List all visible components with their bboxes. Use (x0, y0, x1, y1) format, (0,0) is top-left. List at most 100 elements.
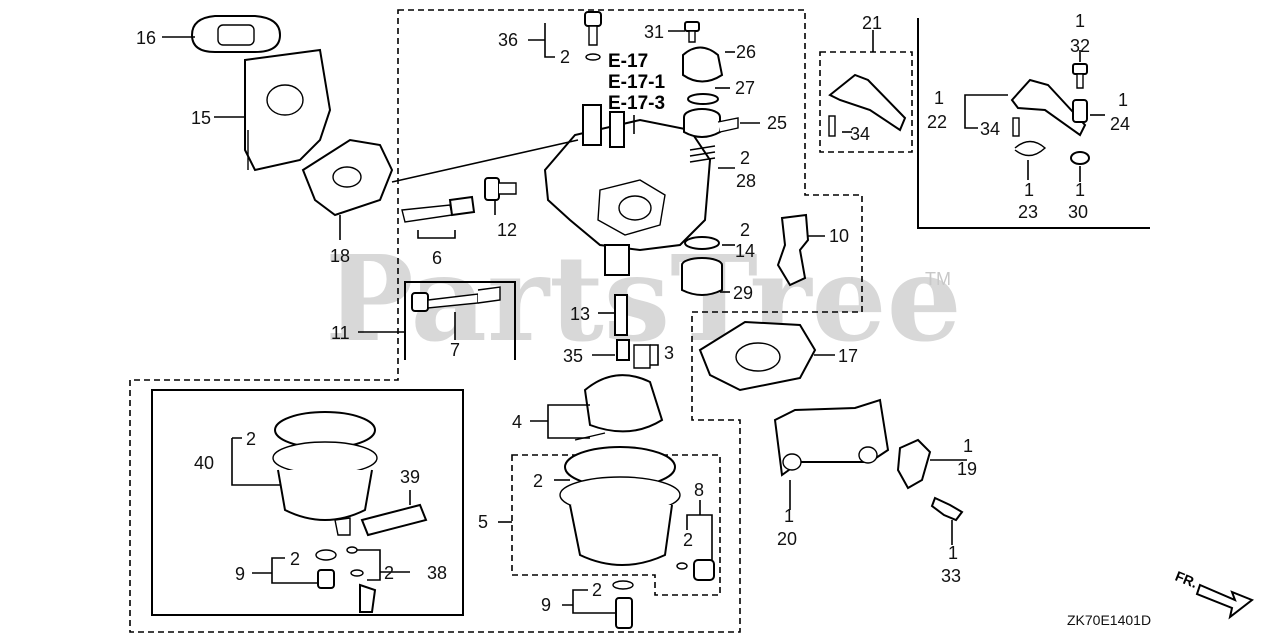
choke-lever-21-shape (828, 73, 907, 132)
callout-19-qty: 1 (963, 436, 973, 456)
callout-13: 13 (570, 304, 590, 324)
callout-40: 40 (194, 453, 214, 473)
callout-33: 33 (941, 566, 961, 586)
carburetor-assembly-outline (129, 9, 863, 633)
callout-36: 36 (498, 30, 518, 50)
choke-lever-kit-box (917, 18, 1150, 229)
throttle-stop-screw-6-shape (401, 195, 476, 223)
callout-9b-qty: 2 (592, 580, 602, 600)
float-bowl-kit-box (511, 454, 721, 596)
callout-12: 12 (497, 220, 517, 240)
pin-34b-shape (1012, 117, 1020, 137)
callout-32-qty: 1 (1075, 11, 1085, 31)
gasket-16-shape (190, 15, 282, 53)
callout-29: 29 (733, 283, 753, 303)
diaphragm-25-shape (683, 108, 739, 138)
callout-9b: 9 (541, 595, 551, 615)
insulator-18-shape (301, 138, 394, 217)
gasket-17-shape (698, 320, 817, 392)
diagram-code: ZK70E1401D (1067, 612, 1151, 628)
spring-23-shape (1014, 140, 1047, 157)
callout-17: 17 (838, 346, 858, 366)
callout-24-qty: 1 (1118, 90, 1128, 110)
callout-14-qty: 2 (740, 220, 750, 240)
callout-34b: 34 (980, 119, 1000, 139)
callout-23: 23 (1018, 202, 1038, 222)
main-nozzle-13-shape (614, 294, 651, 369)
callout-21: 21 (862, 13, 882, 33)
callout-7: 7 (450, 340, 460, 360)
callout-10: 10 (829, 226, 849, 246)
callout-5-qty: 2 (533, 471, 543, 491)
float-bowl-5-shape (559, 446, 681, 566)
cover-26-shape (682, 46, 724, 83)
leader-lines (162, 23, 1105, 614)
callout-24: 24 (1110, 114, 1130, 134)
callout-39: 39 (400, 467, 420, 487)
choke-lever-box (819, 51, 913, 153)
callout-36-qty: 2 (560, 47, 570, 67)
callout-18: 18 (330, 246, 350, 266)
callout-20: 20 (777, 529, 797, 549)
callout-19: 19 (957, 459, 977, 479)
drain-tube-39-shape (360, 503, 428, 537)
callout-14: 14 (735, 241, 755, 261)
screw-12-shape (484, 177, 517, 201)
callout-35: 35 (563, 346, 583, 366)
callout-9a: 9 (235, 564, 245, 584)
clip-19-shape (896, 438, 932, 490)
screw-36-shape (584, 11, 602, 61)
pilot-screw-7-shape (411, 286, 501, 312)
bolt-9a-shape (315, 549, 337, 589)
callout-28-qty: 2 (740, 148, 750, 168)
bracket-20-shape (773, 398, 890, 477)
callout-30: 30 (1068, 202, 1088, 222)
callout-11: 11 (331, 323, 350, 343)
callout-6: 6 (432, 248, 442, 268)
float-4-shape (574, 374, 664, 441)
float-bowl-40-shape (272, 411, 378, 536)
carburetor-body-shape (543, 104, 712, 276)
lever-10-shape (776, 213, 810, 287)
callout-38: 38 (427, 563, 447, 583)
callout-40-qty: 2 (246, 429, 256, 449)
callout-25: 25 (767, 113, 787, 133)
screw-32-shape (1072, 63, 1088, 89)
bowl-kit-box (151, 389, 464, 616)
callout-38-qty: 2 (384, 563, 394, 583)
callout-26: 26 (736, 42, 756, 62)
callout-4: 4 (512, 412, 522, 432)
spring-28-shape (689, 145, 716, 163)
ref-code-e17: E-17 (608, 51, 648, 72)
drain-screw-38-shape (346, 546, 377, 613)
bolt-33-shape (930, 496, 964, 522)
screw-31-shape (684, 21, 700, 43)
callout-23-qty: 1 (1024, 180, 1034, 200)
watermark-trademark: TM (925, 269, 951, 289)
callout-31: 31 (644, 22, 664, 42)
bolt-9b-shape (612, 580, 634, 629)
pin-34-shape (828, 115, 836, 137)
callout-30-qty: 1 (1075, 180, 1085, 200)
callout-9a-qty: 2 (290, 549, 300, 569)
callout-27: 27 (735, 78, 755, 98)
ref-code-e17-3: E-17-3 (608, 93, 665, 114)
ref-code-e17-1: E-17-1 (608, 72, 665, 93)
callout-3: 3 (664, 343, 674, 363)
nut-30-shape (1070, 151, 1090, 165)
oring-14-shape (684, 236, 720, 250)
callout-33-qty: 1 (948, 543, 958, 563)
callout-22: 22 (927, 112, 947, 132)
callout-8-qty: 2 (683, 530, 693, 550)
pilot-screw-kit-box (404, 281, 516, 360)
drain-screw-8-shape (676, 559, 715, 581)
callout-22-qty: 1 (934, 88, 944, 108)
callout-5: 5 (478, 512, 488, 532)
jet-holder-29-shape (681, 257, 723, 296)
front-direction-label: FR. (1173, 568, 1200, 591)
choke-bracket-15-shape (244, 48, 332, 172)
callout-34a: 34 (850, 124, 870, 144)
front-direction-arrow (1195, 583, 1254, 620)
callout-15: 15 (191, 108, 211, 128)
